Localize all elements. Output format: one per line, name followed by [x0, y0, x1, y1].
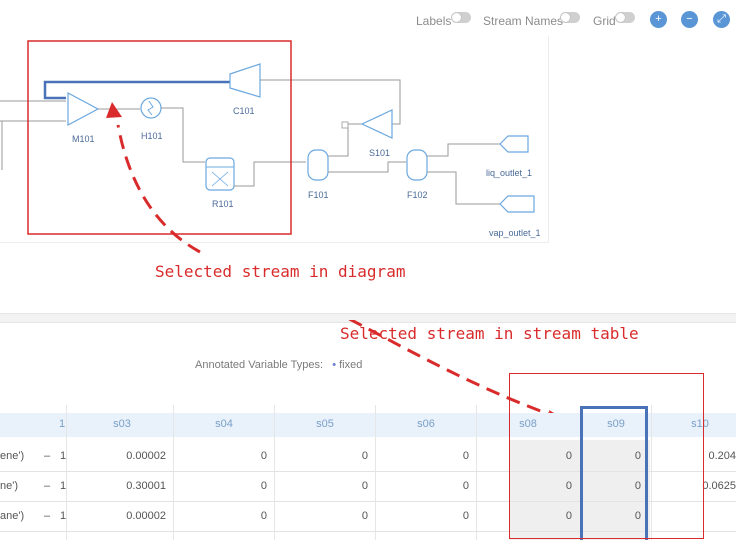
labels-toggle[interactable]	[451, 12, 471, 23]
selected-column-s09-outline	[580, 406, 648, 540]
liq-outlet-label: liq_outlet_1	[486, 168, 532, 178]
cell-s09: 0	[634, 450, 641, 462]
s101-label: S101	[369, 148, 390, 158]
diagram-highlight-box	[27, 40, 292, 235]
cell-s06: 0	[462, 510, 469, 522]
cell-s10: 0.0625	[702, 480, 736, 492]
header-s04[interactable]: s04	[215, 418, 233, 430]
mixer-m101-icon	[67, 92, 100, 126]
row-dash: –	[44, 510, 51, 522]
annotation-arrow-table	[348, 320, 561, 420]
row-label: ne')	[0, 480, 18, 492]
flash-f102-icon	[406, 149, 428, 181]
header-s09[interactable]: s09	[607, 418, 625, 430]
table-row	[0, 471, 736, 502]
cell-s03: 0.00002	[126, 510, 166, 522]
vap-outlet-label: vap_outlet_1	[489, 228, 541, 238]
cell-s09: 0	[634, 510, 641, 522]
cell-s10: 0.204	[708, 450, 736, 462]
header-s06[interactable]: s06	[417, 418, 435, 430]
row-dash: –	[44, 480, 51, 492]
zoom-in-icon[interactable]: +	[650, 11, 667, 28]
selected-stream-s09	[43, 80, 230, 100]
reactor-r101-icon	[205, 157, 235, 191]
row-index: 1	[60, 510, 67, 522]
grid-toggle[interactable]	[615, 12, 635, 23]
panel-splitter[interactable]	[0, 313, 736, 323]
cell-s04: 0	[260, 480, 267, 492]
table-row	[0, 501, 736, 532]
fit-screen-icon[interactable]: ⤢	[713, 11, 730, 28]
cell-s05: 0	[361, 510, 368, 522]
annotated-variable-types: Annotated Variable Types: • fixed	[195, 359, 362, 371]
f102-label: F102	[407, 190, 428, 200]
h101-label: H101	[141, 131, 163, 141]
table-row	[0, 441, 736, 472]
compressor-c101-icon	[229, 63, 261, 98]
header-s08[interactable]: s08	[519, 418, 537, 430]
stream-names-toggle[interactable]	[560, 12, 580, 23]
row-index: 1	[60, 480, 67, 492]
cell-s09: 0	[634, 480, 641, 492]
annotation-arrow-diagram	[116, 124, 201, 254]
zoom-out-icon[interactable]: −	[681, 11, 698, 28]
cell-s04: 0	[260, 450, 267, 462]
cell-s06: 0	[462, 480, 469, 492]
cell-s03: 0.00002	[126, 450, 166, 462]
cell-s08: 0	[565, 510, 572, 522]
flowsheet-diagram[interactable]: M101 H101 C101 R101 F101 S101 F102 liq_o…	[0, 0, 736, 320]
row-label: ene')	[0, 450, 25, 462]
flowsheet-panel	[0, 36, 549, 243]
grid-toggle-label: Grid	[593, 14, 616, 28]
row-index: 1	[60, 450, 67, 462]
cell-s06: 0	[462, 450, 469, 462]
annotation-diagram-text: Selected stream in diagram	[155, 262, 405, 281]
header-s03[interactable]: s03	[113, 418, 131, 430]
cell-s04: 0	[260, 510, 267, 522]
r101-label: R101	[212, 199, 234, 209]
flash-f101-icon	[307, 149, 329, 181]
row-dash: –	[44, 450, 51, 462]
selected-column-s09-bg	[581, 440, 650, 540]
m101-label: M101	[72, 134, 95, 144]
annotated-types-label: Annotated Variable Types:	[195, 359, 324, 371]
cell-s08: 0	[565, 480, 572, 492]
labels-toggle-label: Labels	[416, 14, 452, 28]
cell-s05: 0	[361, 480, 368, 492]
annotation-table-text: Selected stream in stream table	[340, 324, 639, 343]
fixed-dot-icon: •	[332, 359, 337, 371]
vap-outlet-icon	[499, 195, 535, 213]
header-s05[interactable]: s05	[316, 418, 334, 430]
cell-s05: 0	[361, 450, 368, 462]
stream-names-toggle-label: Stream Names	[483, 14, 564, 28]
c101-label: C101	[233, 106, 255, 116]
header-index: 1	[58, 418, 66, 430]
cell-s03: 0.30001	[126, 480, 166, 492]
f101-label: F101	[308, 190, 329, 200]
header-s10[interactable]: s10	[691, 418, 709, 430]
table-highlight-box	[509, 373, 704, 539]
row-label: ane')	[0, 510, 25, 522]
splitter-s101-icon	[360, 109, 393, 139]
cell-s08: 0	[565, 450, 572, 462]
selected-column-s08-bg	[509, 440, 581, 540]
stream-table-header	[0, 413, 736, 437]
fixed-label: fixed	[339, 359, 363, 371]
liq-outlet-icon	[499, 135, 529, 153]
